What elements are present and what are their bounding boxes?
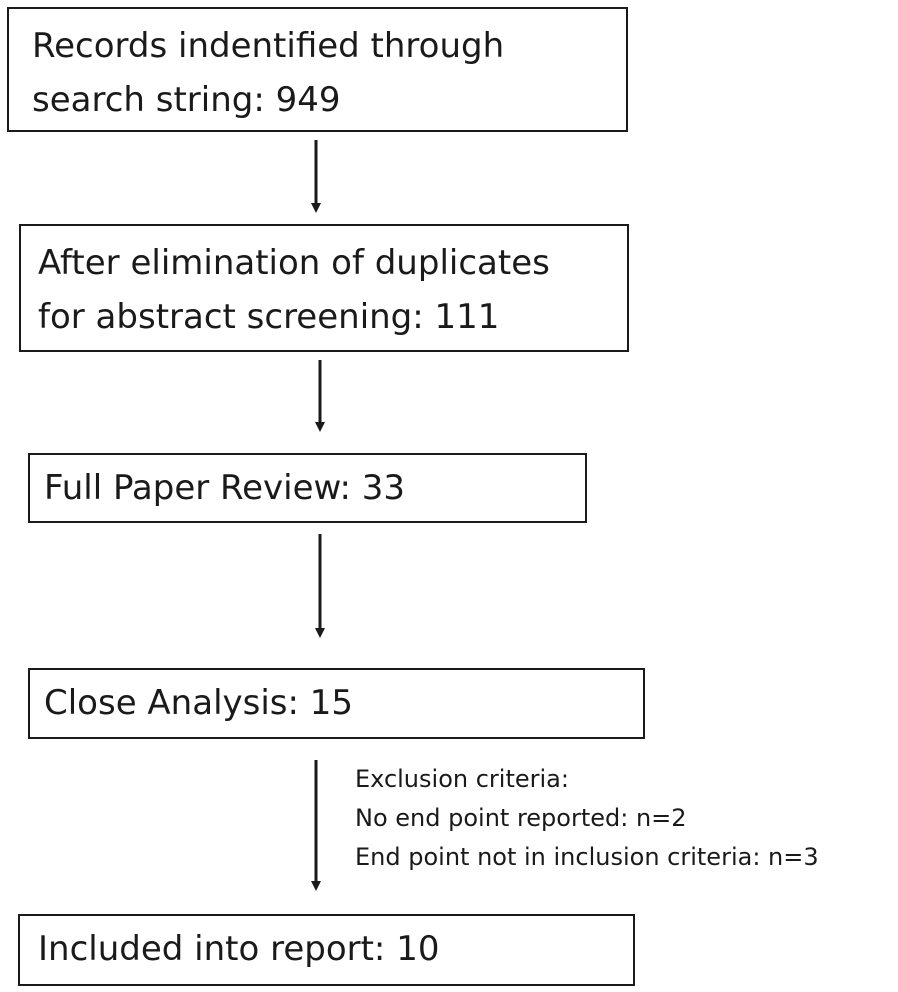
flow-box-records-identified: Records indentified through search strin… [7, 7, 628, 132]
box-line: search string: 949 [32, 80, 341, 120]
exclusion-title: Exclusion criteria: [355, 765, 569, 793]
exclusion-criteria: Exclusion criteria: No end point reporte… [355, 760, 819, 877]
box-text: Included into report: 10 [38, 922, 633, 976]
box-line: Full Paper Review: 33 [44, 468, 406, 508]
box-text: After elimination of duplicates for abst… [38, 236, 627, 344]
box-line: Records indentified through [32, 26, 505, 66]
box-line: for abstract screening: 111 [38, 297, 500, 337]
exclusion-item: End point not in inclusion criteria: n=3 [355, 843, 819, 871]
box-line: Close Analysis: 15 [44, 683, 354, 723]
flow-box-full-paper-review: Full Paper Review: 33 [28, 453, 587, 523]
box-line: Included into report: 10 [38, 929, 440, 969]
exclusion-item: No end point reported: n=2 [355, 804, 687, 832]
box-line: After elimination of duplicates [38, 243, 550, 283]
flow-box-included-into-report: Included into report: 10 [18, 914, 635, 986]
box-text: Full Paper Review: 33 [44, 461, 585, 515]
flow-box-after-duplicates: After elimination of duplicates for abst… [19, 224, 629, 352]
box-text: Close Analysis: 15 [44, 676, 643, 730]
box-text: Records indentified through search strin… [32, 19, 626, 127]
flow-box-close-analysis: Close Analysis: 15 [28, 668, 645, 739]
